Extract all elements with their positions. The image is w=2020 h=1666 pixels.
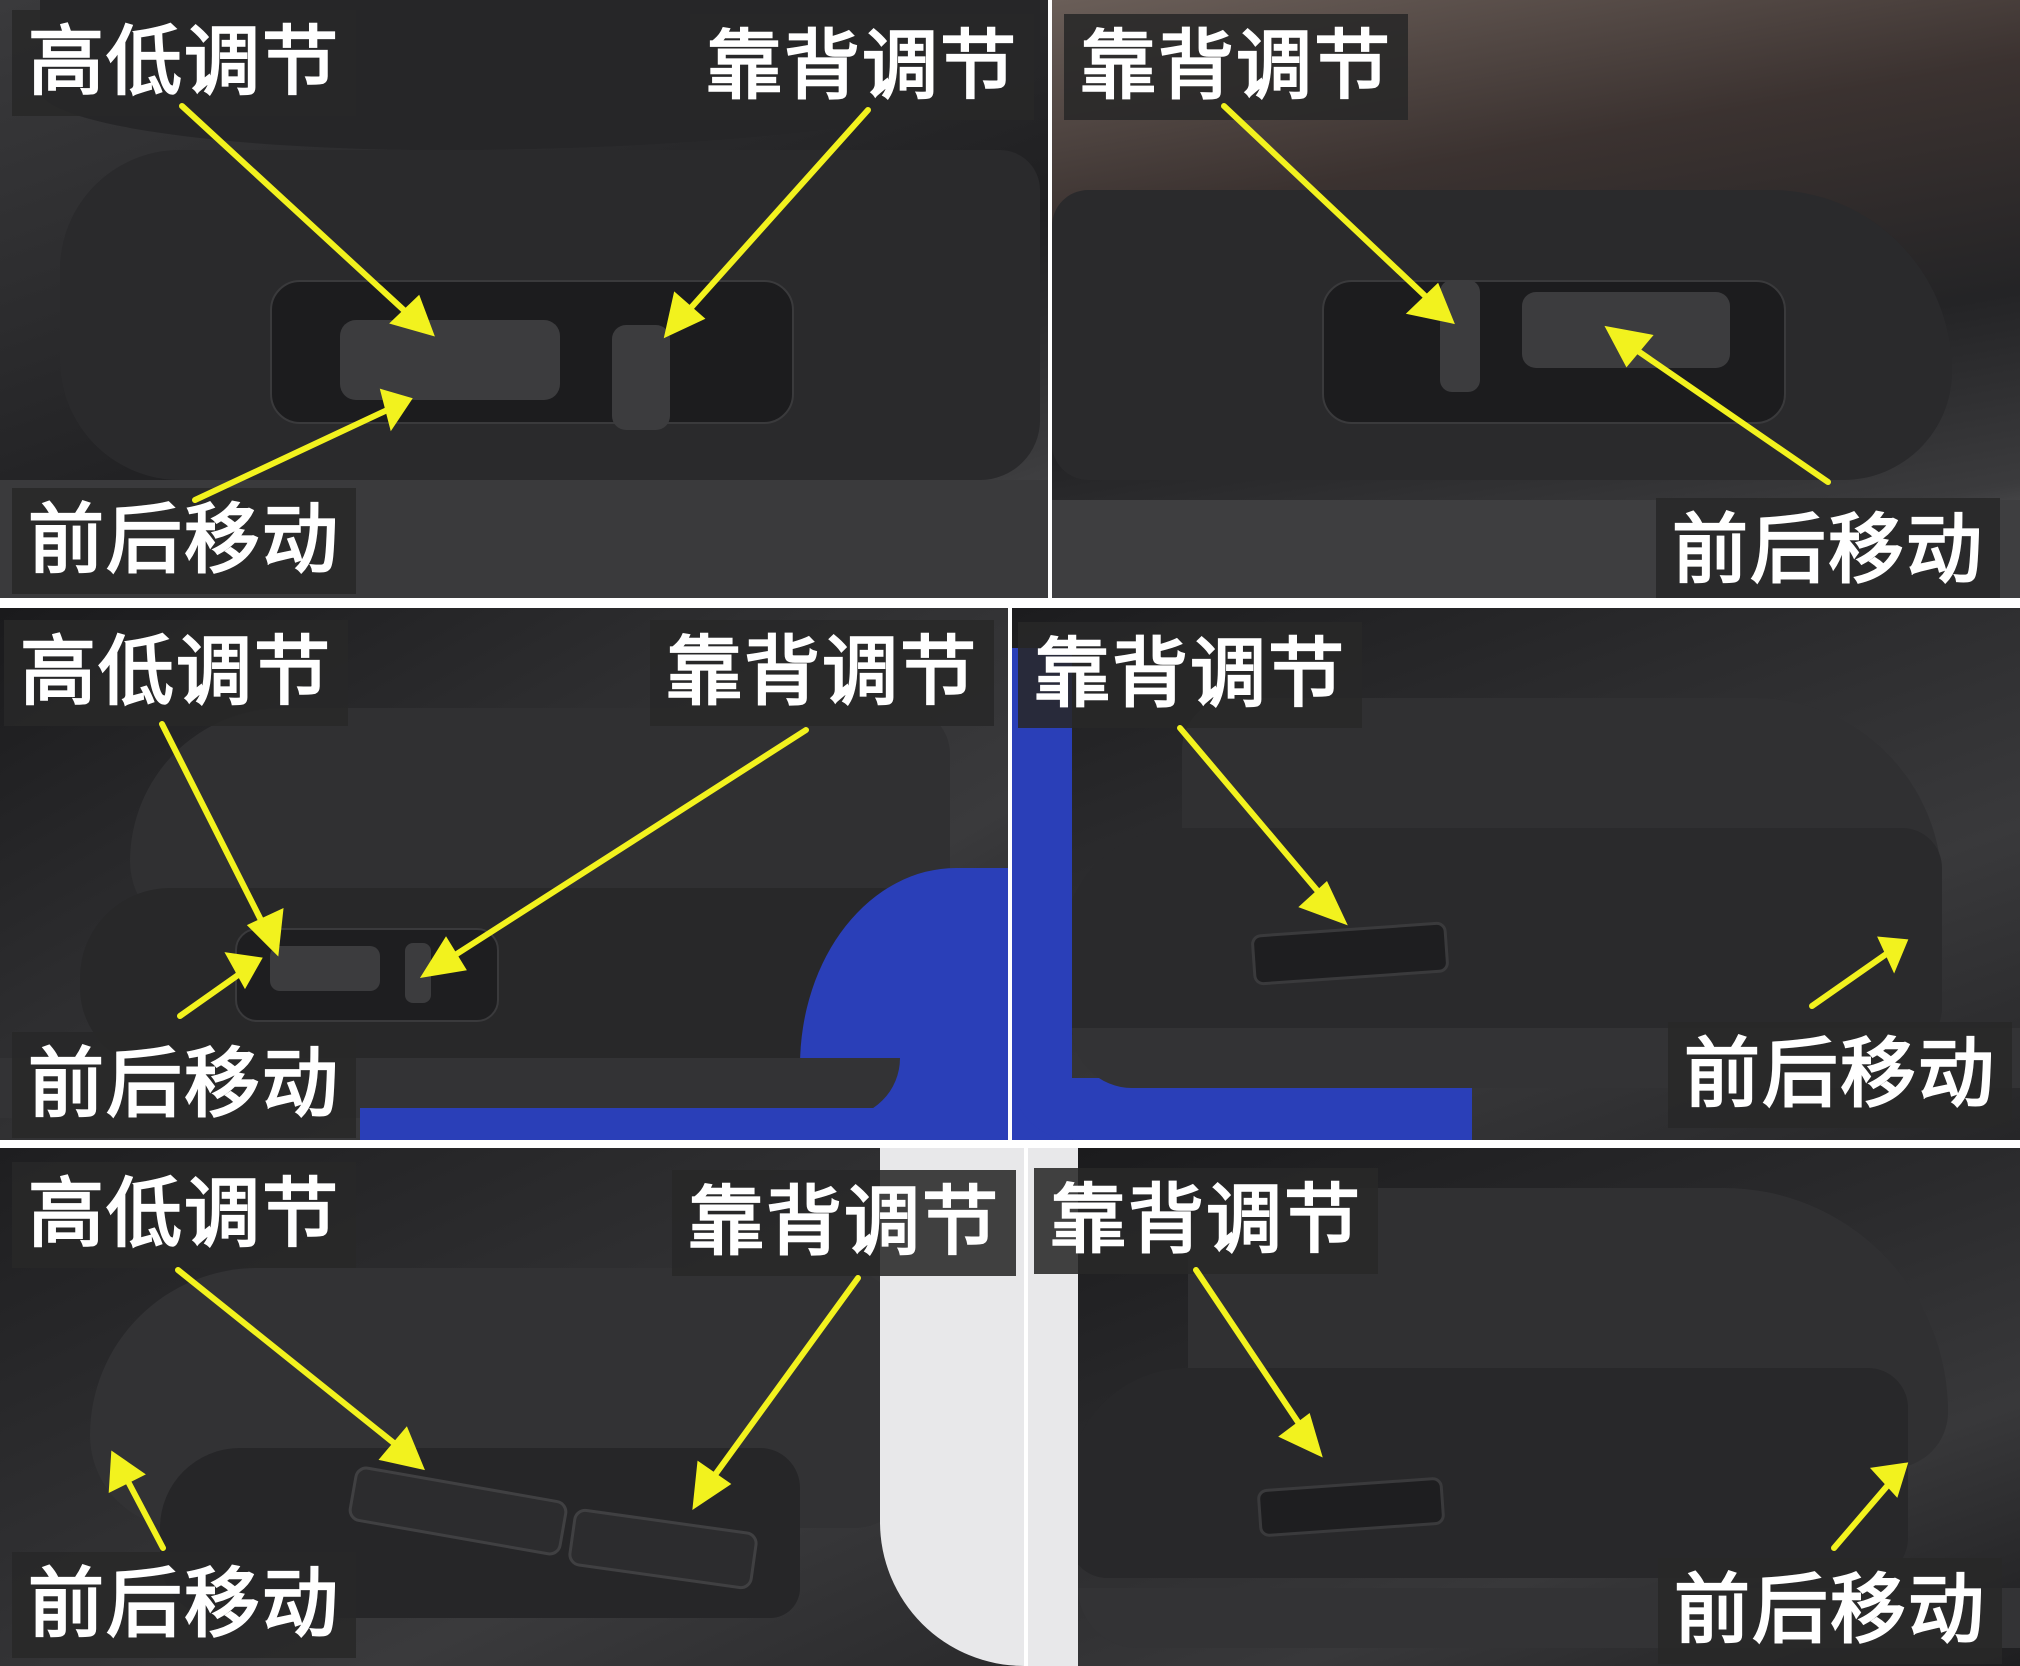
label-slide-adjust: 前后移动 xyxy=(1658,1558,2002,1664)
car-body-blue-bottom xyxy=(1012,1078,1472,1140)
label-slide-adjust: 前后移动 xyxy=(12,1032,356,1138)
photo-panel-r3-right: 靠背调节 前后移动 xyxy=(1028,1148,2020,1666)
label-slide-adjust: 前后移动 xyxy=(12,1552,356,1658)
label-recline-adjust: 靠背调节 xyxy=(672,1170,1016,1276)
label-recline-adjust: 靠背调节 xyxy=(1034,1168,1378,1274)
photo-panel-r2-right: 靠背调节 前后移动 xyxy=(1012,608,2020,1140)
photo-panel-r3-left: 高低调节 靠背调节 前后移动 xyxy=(0,1148,1024,1666)
label-height-adjust: 高低调节 xyxy=(4,620,348,726)
recline-switch xyxy=(612,325,670,430)
car-body-blue xyxy=(1012,648,1072,1140)
photo-panel-r1-right: 靠背调节 前后移动 xyxy=(1052,0,2020,598)
side-trim-shape xyxy=(1068,1368,1908,1578)
slide-switch xyxy=(340,320,560,400)
label-recline-adjust: 靠背调节 xyxy=(650,620,994,726)
recline-switch xyxy=(1440,280,1480,392)
recline-switch xyxy=(405,943,431,1003)
label-recline-adjust: 靠背调节 xyxy=(1018,622,1362,728)
side-trim-shape xyxy=(1062,828,1942,1048)
photo-panel-r1-left: 高低调节 靠背调节 前后移动 xyxy=(0,0,1048,598)
label-height-adjust: 高低调节 xyxy=(12,10,356,116)
label-recline-adjust: 靠背调节 xyxy=(690,14,1034,120)
label-slide-adjust: 前后移动 xyxy=(1656,498,2000,598)
slide-switch xyxy=(270,946,380,991)
car-body-blue-bottom xyxy=(360,1108,1008,1140)
label-recline-adjust: 靠背调节 xyxy=(1064,14,1408,120)
label-slide-adjust: 前后移动 xyxy=(12,488,356,594)
label-height-adjust: 高低调节 xyxy=(12,1162,356,1268)
slide-switch xyxy=(1522,292,1730,368)
label-slide-adjust: 前后移动 xyxy=(1668,1022,2012,1128)
photo-panel-r2-left: 高低调节 靠背调节 前后移动 xyxy=(0,608,1008,1140)
